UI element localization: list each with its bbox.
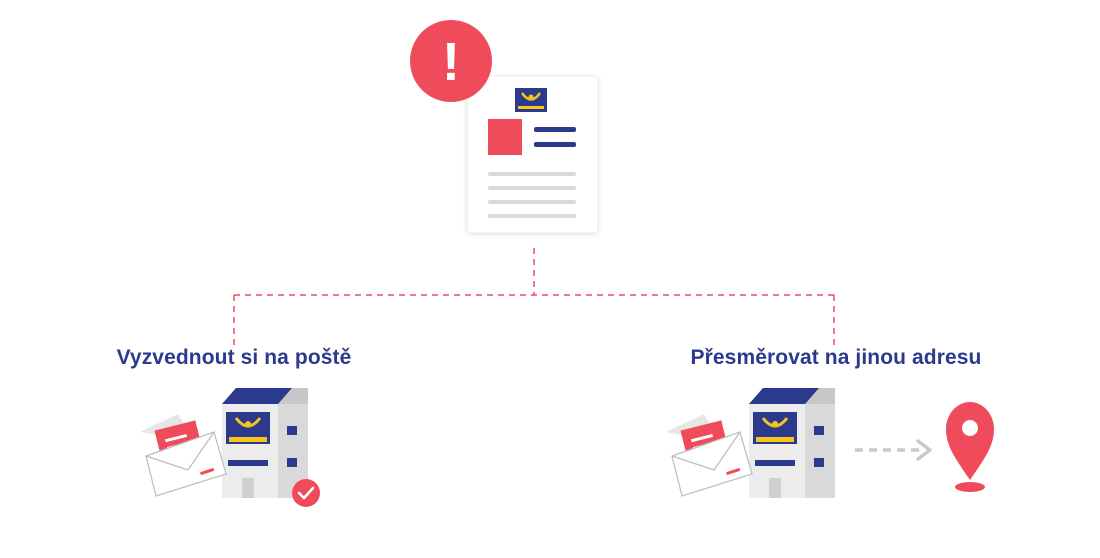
alert-badge: ! xyxy=(410,20,492,102)
document-navy-line xyxy=(534,142,576,147)
document-card xyxy=(466,75,599,234)
post-office-building-icon xyxy=(222,388,308,498)
envelope-icon xyxy=(140,414,227,497)
document-red-block xyxy=(488,119,522,155)
location-pin-icon xyxy=(946,402,994,492)
ceska-posta-logo xyxy=(515,88,547,112)
post-office-illustration-right xyxy=(666,388,994,498)
redirect-arrow-icon xyxy=(855,439,932,461)
post-office-building-icon xyxy=(749,388,835,498)
check-icon xyxy=(292,479,320,507)
post-office-illustration-left xyxy=(140,388,320,507)
document-text-line xyxy=(488,214,576,218)
document-text-line xyxy=(488,172,576,176)
document-text-line xyxy=(488,200,576,204)
alert-icon: ! xyxy=(442,32,460,92)
connector-lines xyxy=(233,248,835,345)
option-redirect-label: Přesměrovat na jinou adresu xyxy=(690,346,982,369)
document-navy-line xyxy=(534,127,576,132)
envelope-icon xyxy=(666,414,753,497)
option-pickup-label: Vyzvednout si na poště xyxy=(116,346,352,369)
document-text-line xyxy=(488,186,576,190)
